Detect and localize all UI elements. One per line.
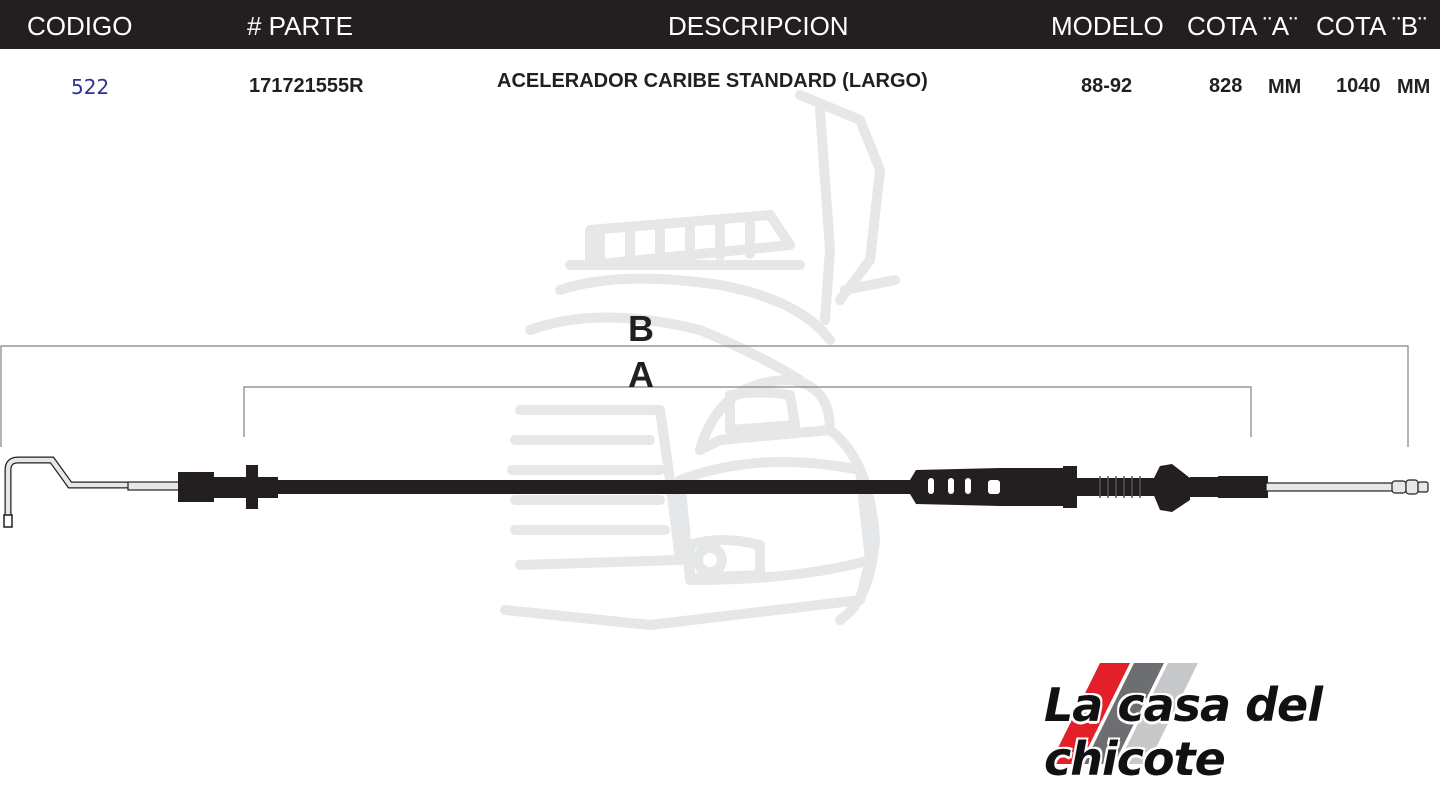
row-modelo: 88-92: [1081, 75, 1133, 97]
header-bar: [0, 0, 1440, 49]
header-codigo: CODIGO: [27, 11, 133, 41]
row-descripcion: ACELERADOR CARIBE STANDARD (LARGO): [497, 70, 928, 92]
row-cota-a-value: 828: [1209, 75, 1243, 97]
dimension-a-label: A: [628, 354, 654, 395]
header-modelo: MODELO: [1051, 11, 1164, 41]
right-end-ferrule: [1391, 479, 1429, 495]
row-cota-a-unit: MM: [1268, 76, 1302, 98]
left-fitting: [178, 465, 278, 509]
logo-text: La casa del chicote: [1044, 678, 1323, 786]
row-cota-b-value: 1040: [1336, 75, 1381, 97]
row-cota-b-unit: MM: [1397, 76, 1431, 98]
dimension-b-line: [0, 345, 1409, 447]
dimension-b-label: B: [628, 308, 654, 349]
header-cota-a: COTA ¨A¨: [1187, 11, 1298, 41]
header-descripcion: DESCRIPCION: [668, 11, 849, 41]
car-watermark: [500, 90, 900, 630]
dimension-lines: [0, 345, 1409, 447]
row-parte: 171721555R: [249, 75, 364, 97]
header-cota-b: COTA ¨B¨: [1316, 11, 1427, 41]
cable-sleeve: [276, 480, 916, 494]
right-adjuster: [910, 464, 1268, 512]
cable-left-hook: [3, 456, 130, 528]
header-parte: # PARTE: [247, 11, 353, 41]
dimension-a-line: [243, 386, 1252, 437]
logo-stripes: [1050, 663, 1198, 764]
row-codigo: 522: [71, 75, 110, 99]
cable-drawing: [3, 456, 1429, 528]
